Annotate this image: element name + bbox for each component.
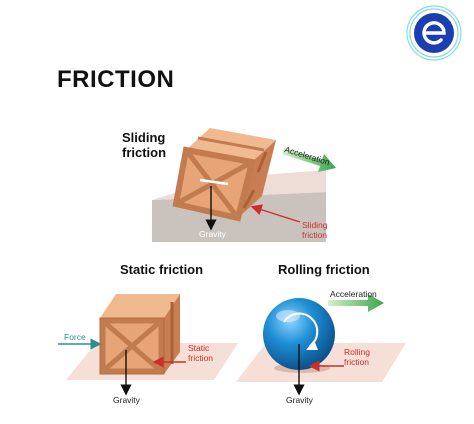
rolling-acceleration-arrow <box>328 294 384 312</box>
rotation-arrow-icon <box>283 312 319 347</box>
static-heading: Static friction <box>120 262 204 277</box>
sliding-gravity-label: Gravity <box>199 229 226 239</box>
rolling-acceleration-label: Acceleration <box>330 289 377 299</box>
static-gravity-label: Gravity <box>113 395 140 405</box>
sliding-friction-arrow <box>250 204 301 223</box>
sliding-heading: Sliding friction <box>122 130 167 160</box>
sliding-crate <box>172 128 276 222</box>
ball-highlight <box>276 310 300 322</box>
sliding-acceleration-arrow <box>282 148 336 172</box>
sliding-friction-label: Sliding friction <box>302 220 328 240</box>
rolling-heading: Rolling friction <box>278 262 370 277</box>
brand-logo-icon <box>406 5 462 61</box>
rolling-gravity-label: Gravity <box>286 395 313 405</box>
rolling-ball <box>263 298 335 370</box>
static-force-label: Force <box>64 332 86 342</box>
page-title: FRICTION <box>57 66 175 93</box>
rolling-friction-label: Rolling friction <box>344 347 370 367</box>
static-friction-label: Static friction <box>188 343 214 363</box>
